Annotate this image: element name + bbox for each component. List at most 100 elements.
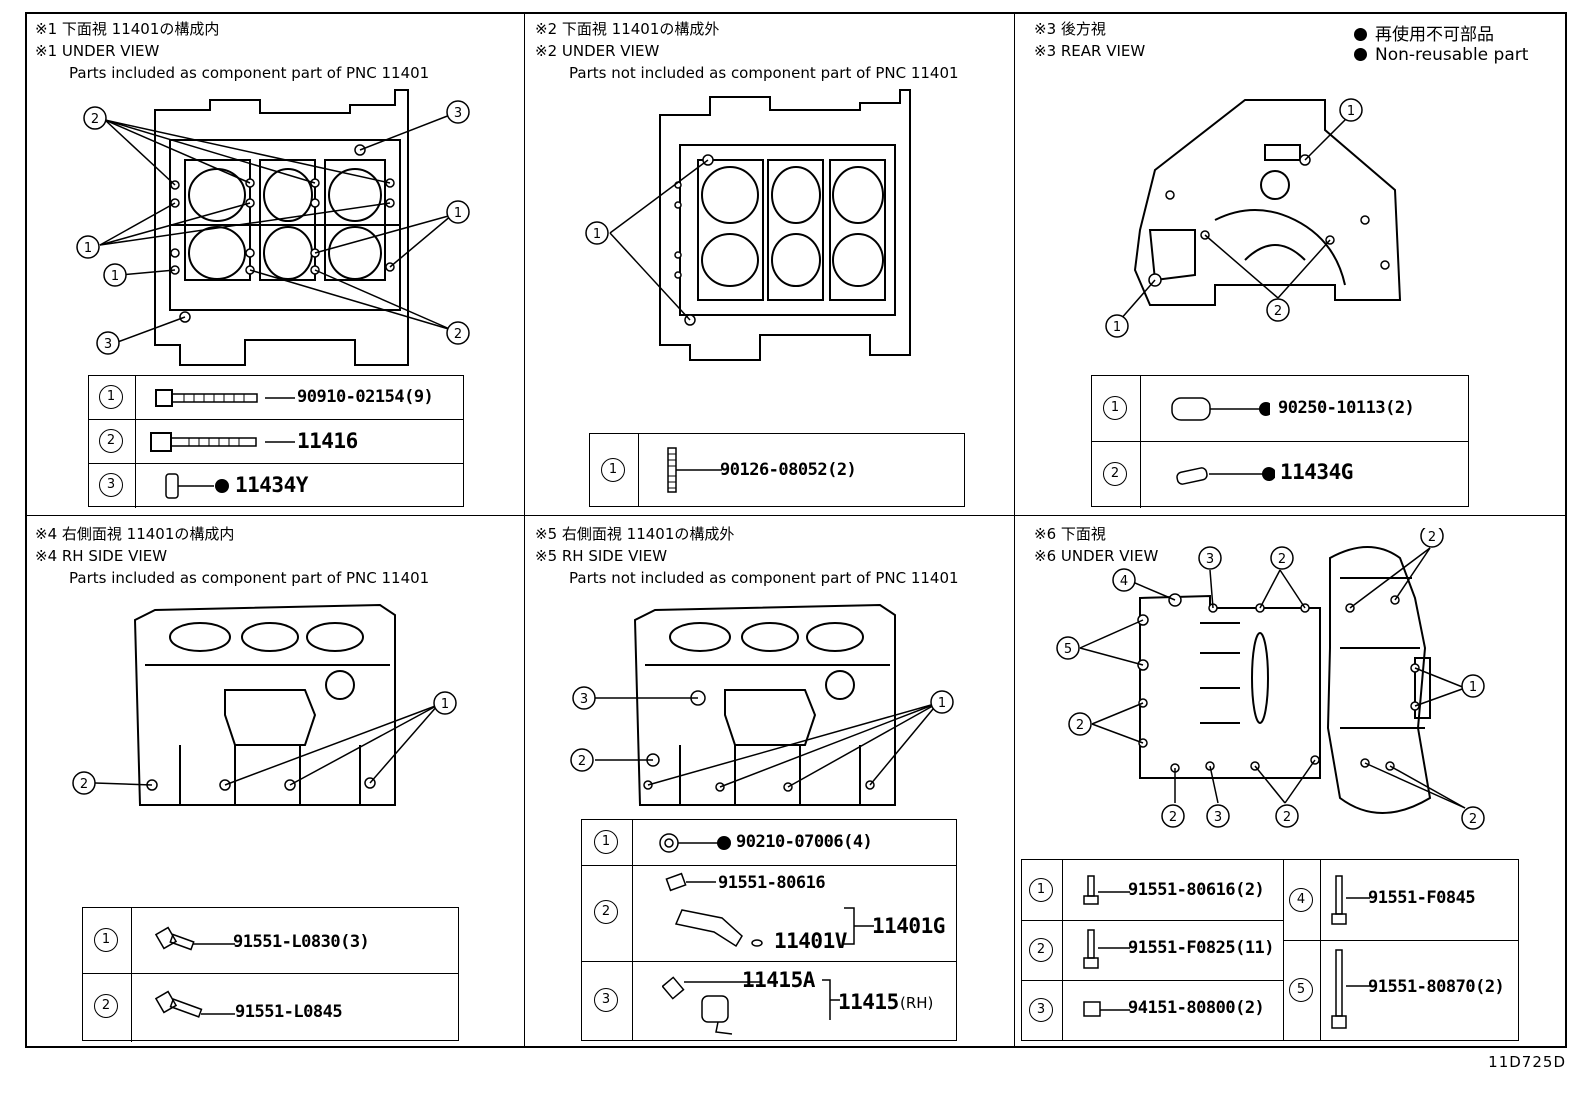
- part-number: 91551-F0825(11): [1128, 938, 1275, 958]
- svg-text:1: 1: [593, 227, 601, 242]
- svg-text:1: 1: [441, 697, 449, 712]
- panel-subtitle: Parts included as component part of PNC …: [69, 64, 430, 82]
- panel-title-en: ※4 RH SIDE VIEW: [35, 547, 168, 565]
- panel-subtitle: Parts included as component part of PNC …: [69, 569, 430, 587]
- part-number: 91551-F0845: [1368, 888, 1476, 908]
- bullet-icon: [1354, 28, 1367, 41]
- part-number: 90910-02154(9): [297, 387, 434, 407]
- part-number: 11401V: [774, 929, 847, 953]
- svg-text:2: 2: [1283, 810, 1291, 825]
- table-row: 1 90210-07006(4): [582, 820, 956, 866]
- engine-block-under-view-6: 4 5 2 3 2 2 1 2 3 2 2: [1056, 528, 1485, 830]
- parts-table-4: 1 91551-L0830(3) 2 91551-L0845: [82, 907, 459, 1042]
- svg-text:3: 3: [1214, 810, 1222, 825]
- panel-subtitle: Parts not included as component part of …: [569, 569, 959, 587]
- parts-table-2: 1 90126-08052(2): [589, 433, 965, 507]
- svg-text:3: 3: [104, 337, 112, 352]
- divider: [1014, 12, 1015, 1048]
- table-row: 1 91551-L0830(3): [83, 908, 458, 974]
- table-row: 1 90126-08052(2): [590, 434, 964, 506]
- engine-block-rear-view: 1 1 2: [1105, 98, 1402, 338]
- side-note: (RH): [900, 994, 934, 1012]
- svg-text:1: 1: [84, 241, 92, 256]
- svg-text:2: 2: [578, 754, 586, 769]
- part-number: 94151-80800(2): [1128, 998, 1265, 1018]
- svg-text:2: 2: [1428, 530, 1436, 545]
- part-number: 91551-80616: [718, 873, 826, 893]
- svg-text:1: 1: [1469, 680, 1477, 695]
- svg-text:2: 2: [80, 777, 88, 792]
- table-row: 1 90910-02154(9): [89, 376, 463, 420]
- legend-jp: 再使用不可部品: [1354, 20, 1494, 45]
- table-row: 2 91551-L0845: [83, 974, 458, 1042]
- svg-text:3: 3: [580, 692, 588, 707]
- svg-text:2: 2: [1274, 304, 1282, 319]
- parts-table-6: 1 91551-80616(2) 2 91551-F0825(11) 3 941…: [1021, 859, 1519, 1041]
- panel-title-jp: ※1 下面視 11401の構成内: [35, 20, 220, 38]
- illustration-code: 11D725D: [1488, 1053, 1566, 1071]
- parts-table-1: 1 90910-02154(9) 2 11416 3 11434Y: [88, 375, 464, 508]
- bullet-icon: [1354, 48, 1367, 61]
- part-number: 11434Y: [235, 473, 308, 497]
- svg-text:1: 1: [938, 696, 946, 711]
- callout-2: 2: [91, 112, 99, 127]
- part-number: 11415A: [742, 968, 815, 992]
- parts-table-5: 1 90210-07006(4) 2 91551-80616 11401V 11…: [581, 819, 957, 1041]
- part-number: 91551-L0830(3): [233, 932, 370, 952]
- table-row: 3 11415A 11415 (RH): [582, 962, 956, 1040]
- part-number: 90210-07006(4): [736, 832, 873, 852]
- table-row: 2 91551-80616 11401V 11401G: [582, 866, 956, 962]
- panel-title-jp: ※3 後方視: [1034, 20, 1106, 38]
- panel-subtitle: Parts not included as component part of …: [569, 64, 959, 82]
- svg-text:2: 2: [1169, 810, 1177, 825]
- svg-text:1: 1: [1347, 104, 1355, 119]
- svg-text:1: 1: [1113, 320, 1121, 335]
- part-number: 11415: [838, 990, 899, 1014]
- divider: [524, 12, 525, 1048]
- svg-text:3: 3: [454, 106, 462, 121]
- panel-title-en: ※2 UNDER VIEW: [535, 42, 660, 60]
- part-number: 91551-80870(2): [1368, 977, 1505, 997]
- panel-6-header: ※6 下面視 ※6 UNDER VIEW: [1034, 523, 1158, 567]
- svg-text:1: 1: [111, 269, 119, 284]
- panel-title-en: ※1 UNDER VIEW: [35, 42, 160, 60]
- engine-block-rh-side-view-5: 3 2 1: [570, 603, 954, 806]
- part-number: 11401G: [872, 914, 945, 938]
- diagram-frame: [25, 12, 1567, 1048]
- table-row: 1 90250-10113(2): [1092, 376, 1468, 442]
- part-number: 90126-08052(2): [720, 460, 857, 480]
- svg-text:2: 2: [1076, 718, 1084, 733]
- svg-text:2: 2: [1469, 812, 1477, 827]
- engine-block-under-view-1: 2 3 1 1 1 2 3: [76, 89, 470, 366]
- table-row: 2 11434G: [1092, 442, 1468, 508]
- panel-title-en: ※3 REAR VIEW: [1034, 42, 1146, 60]
- panel-3-header: ※3 後方視 ※3 REAR VIEW: [1034, 18, 1145, 62]
- panel-title-en: ※5 RH SIDE VIEW: [535, 547, 668, 565]
- engine-block-under-view-2: 1: [585, 89, 911, 361]
- panel-5-header: ※5 右側面視 11401の構成外 ※5 RH SIDE VIEW Parts …: [535, 523, 959, 589]
- panel-title-jp: ※6 下面視: [1034, 525, 1106, 543]
- svg-text:4: 4: [1120, 574, 1128, 589]
- panel-title-jp: ※4 右側面視 11401の構成内: [35, 525, 235, 543]
- svg-text:2: 2: [454, 327, 462, 342]
- table-row: 2 11416: [89, 420, 463, 464]
- part-number: 91551-L0845: [235, 1002, 343, 1022]
- svg-text:1: 1: [454, 206, 462, 221]
- panel-title-en: ※6 UNDER VIEW: [1034, 547, 1159, 565]
- legend-en: Non-reusable part: [1354, 45, 1528, 65]
- table-row: 3 11434Y: [89, 464, 463, 508]
- panel-title-jp: ※5 右側面視 11401の構成外: [535, 525, 735, 543]
- divider: [25, 515, 1567, 516]
- svg-text:3: 3: [1206, 552, 1214, 567]
- parts-table-3: 1 90250-10113(2) 2 11434G: [1091, 375, 1469, 508]
- part-number: 90250-10113(2): [1278, 398, 1415, 418]
- panel-1-header: ※1 下面視 11401の構成内 ※1 UNDER VIEW Parts inc…: [35, 18, 429, 84]
- svg-text:5: 5: [1064, 642, 1072, 657]
- svg-text:2: 2: [1278, 552, 1286, 567]
- part-number: 11416: [297, 429, 358, 453]
- part-number: 11434G: [1280, 460, 1353, 484]
- panel-4-header: ※4 右側面視 11401の構成内 ※4 RH SIDE VIEW Parts …: [35, 523, 429, 589]
- part-number: 91551-80616(2): [1128, 880, 1265, 900]
- panel-title-jp: ※2 下面視 11401の構成外: [535, 20, 720, 38]
- engine-block-rh-side-view: 2 1: [72, 603, 457, 806]
